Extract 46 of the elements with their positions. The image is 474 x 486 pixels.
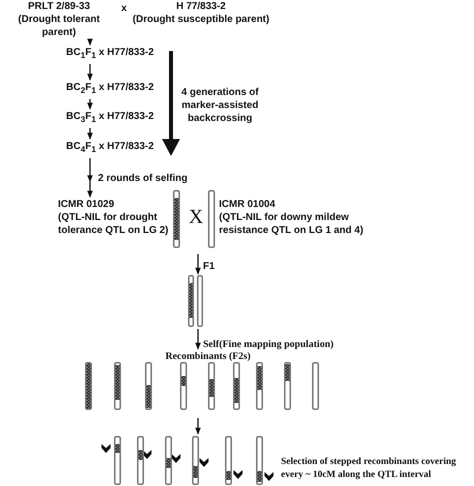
generation-label: BC$_{1}$F$_{1}$ x H77/833-2 (50, 46, 170, 62)
line-description: (QTL-NIL for downy mildew resistance QTL on LG 1 and 4) (219, 211, 364, 237)
chromosome-bar (224, 436, 232, 485)
arrow (87, 99, 93, 110)
chromosome-bar (136, 436, 144, 485)
line-description: (Drought susceptible parent) (132, 13, 270, 26)
heading: Recombinants (F2s) (158, 350, 258, 363)
chromosome-bar (284, 362, 290, 410)
chromosome-bar (232, 362, 240, 410)
chromosome-bar (312, 362, 318, 410)
chromosome-bar (208, 190, 215, 248)
line-name: ICMR 01029 (58, 198, 116, 211)
chromosome-bar (114, 436, 120, 485)
arrow (87, 128, 93, 140)
edge-label: 2 rounds of selfing (98, 172, 188, 185)
cross-sign: x (120, 2, 128, 15)
arrow (87, 38, 93, 46)
arrow (195, 418, 201, 435)
chromosome-bar (164, 436, 172, 485)
chromosome-bar (144, 362, 152, 410)
cross-sign: X (188, 206, 204, 228)
generation-label: BC$_{2}$F$_{1}$ x H77/833-2 (50, 81, 170, 97)
edge-label: F1 (203, 260, 215, 273)
chromosome-bar (256, 436, 262, 485)
generation-label: BC$_{3}$F$_{1}$ x H77/833-2 (50, 110, 170, 126)
line-name: ICMR 01004 (219, 198, 276, 211)
chromosome-bar (173, 190, 180, 248)
arrow (87, 64, 93, 81)
chromosome-bar (84, 362, 92, 410)
arrow (195, 329, 201, 350)
chromosome-bar (192, 436, 198, 485)
annotation: 4 generations of marker-assisted backcrossing (180, 86, 260, 125)
chromosome-bar (114, 362, 120, 410)
line-description: (Drought tolerant parent) (17, 13, 101, 39)
arrow (87, 158, 93, 198)
line-name: H 77/833-2 (175, 0, 227, 13)
line-name: PRLT 2/89-33 (26, 0, 92, 13)
annotation: Selection of stepped recombinants covering every ~ 10cM along the QTL interval (281, 456, 458, 482)
edge-label: Self(Fine mapping population) (203, 338, 334, 351)
chromosome-bar (180, 362, 186, 410)
chromosome-bar (208, 362, 214, 410)
arrow (195, 254, 201, 275)
chromosome-pair (188, 275, 204, 327)
line-description: (QTL-NIL for drought tolerance QTL on LG 2) (58, 211, 170, 237)
generation-label: BC$_{4}$F$_{1}$ x H77/833-2 (50, 140, 170, 156)
chromosome-bar (256, 362, 262, 410)
